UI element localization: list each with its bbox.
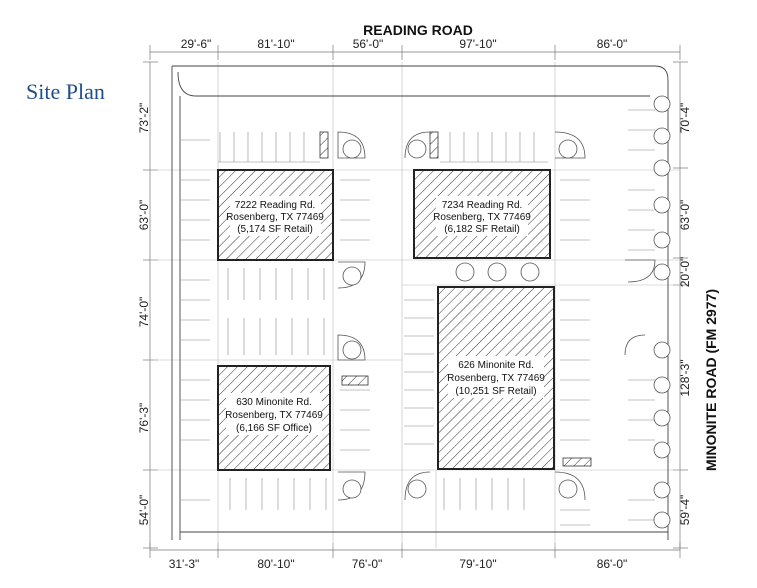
dim-left-2: 63'-0" <box>137 200 151 231</box>
dim-bottom-3: 76'-0" <box>352 557 383 571</box>
dim-left-1: 73'-2" <box>137 103 151 134</box>
dimension-line-right <box>673 61 688 549</box>
building-city: Rosenberg, TX 77469 <box>447 373 545 384</box>
dim-left-4: 76'-3" <box>137 403 151 434</box>
dimension-line-bottom <box>149 543 681 558</box>
grid-guides <box>150 62 680 548</box>
road-label-north: READING ROAD <box>363 22 473 38</box>
dumpster-pad <box>319 131 329 159</box>
page-title: Site Plan <box>26 79 105 104</box>
building-city: Rosenberg, TX 77469 <box>433 212 531 223</box>
dim-top-2: 81'-10" <box>257 37 294 51</box>
dim-bottom-5: 86'-0" <box>597 557 628 571</box>
dim-right-4: 128'-3" <box>678 359 692 396</box>
dim-top-4: 97'-10" <box>459 37 496 51</box>
building-detail: (6,166 SF Office) <box>236 423 312 434</box>
dim-bottom-2: 80'-10" <box>257 557 294 571</box>
building-630-minonite: 630 Minonite Rd. Rosenberg, TX 77469 (6,… <box>217 365 331 471</box>
dim-right-2: 63'-0" <box>678 200 692 231</box>
building-7222-reading: 7222 Reading Rd. Rosenberg, TX 77469 (5,… <box>217 169 334 261</box>
dim-top-5: 86'-0" <box>597 37 628 51</box>
dumpster-pad <box>562 457 592 467</box>
dimension-line-top <box>149 45 681 60</box>
tree-icons <box>342 95 671 529</box>
dim-bottom-4: 79'-10" <box>459 557 496 571</box>
dim-right-5: 59'-4" <box>678 495 692 526</box>
dumpster-pad <box>341 375 369 386</box>
building-address: 7234 Reading Rd. <box>442 200 523 211</box>
dumpster-pad <box>429 131 439 159</box>
road-label-east: MINONITE ROAD (FM 2977) <box>703 289 719 471</box>
landscape-islands <box>337 131 656 501</box>
dim-left-3: 74'-0" <box>137 297 151 328</box>
building-detail: (6,182 SF Retail) <box>444 224 520 235</box>
building-address: 626 Minonite Rd. <box>458 360 534 371</box>
building-detail: (10,251 SF Retail) <box>455 386 536 397</box>
building-city: Rosenberg, TX 77469 <box>226 212 324 223</box>
dim-top-1: 29'-6" <box>181 37 212 51</box>
dim-bottom-1: 31'-3" <box>169 557 200 571</box>
dim-left-5: 54'-0" <box>137 495 151 526</box>
dim-right-3: 20'-0" <box>678 257 692 288</box>
building-626-minonite: 626 Minonite Rd. Rosenberg, TX 77469 (10… <box>437 286 555 470</box>
parking-stalls <box>180 109 655 526</box>
building-detail: (5,174 SF Retail) <box>237 224 313 235</box>
building-city: Rosenberg, TX 77469 <box>225 410 323 421</box>
building-address: 630 Minonite Rd. <box>236 397 312 408</box>
dim-top-3: 56'-0" <box>353 37 384 51</box>
property-boundary <box>171 65 669 540</box>
building-address: 7222 Reading Rd. <box>235 200 316 211</box>
dim-right-1: 70'-4" <box>678 103 692 134</box>
building-7234-reading: 7234 Reading Rd. Rosenberg, TX 77469 (6,… <box>413 169 551 259</box>
